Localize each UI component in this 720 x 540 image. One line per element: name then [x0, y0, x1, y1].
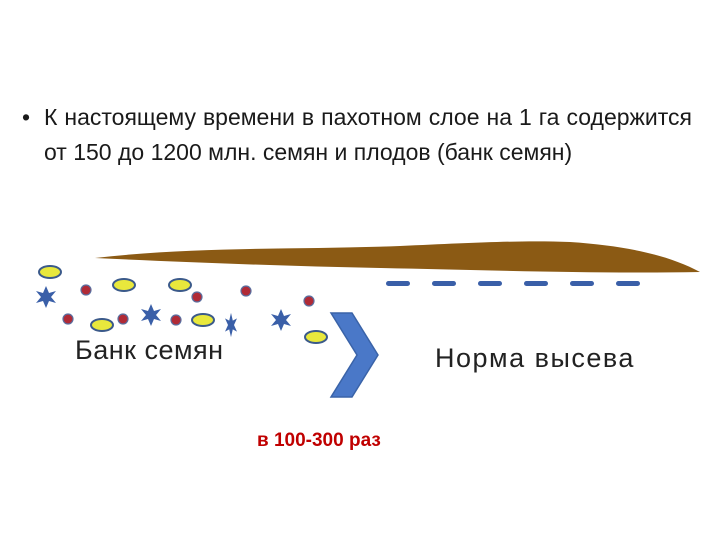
seed-round-group	[62, 284, 315, 326]
seed-oval-group	[38, 265, 328, 344]
seed-bank-label: Банк семян	[75, 335, 224, 365]
seed-spiky-icon	[225, 312, 237, 338]
soil-layer-shape	[95, 241, 700, 273]
sown-seed-dash-icon	[616, 281, 640, 286]
sown-seed-dash-icon	[570, 281, 594, 286]
seed-spiky-group	[36, 286, 291, 338]
sown-seed-row	[386, 281, 640, 286]
chevron-arrow-icon	[329, 312, 379, 398]
seed-oval-icon	[112, 278, 136, 292]
sown-seed-dash-icon	[478, 281, 502, 286]
seed-round-icon	[191, 291, 203, 303]
seed-spiky-icon	[36, 286, 56, 308]
seed-round-icon	[117, 313, 129, 325]
seeding-rate-label: Норма высева	[435, 343, 635, 373]
seed-round-icon	[240, 285, 252, 297]
seed-round-icon	[80, 284, 92, 296]
seed-oval-icon	[304, 330, 328, 344]
seed-oval-icon	[38, 265, 62, 279]
bullet-text: К настоящему времени в пахотном слое на …	[44, 104, 692, 165]
seed-oval-icon	[90, 318, 114, 332]
seed-oval-icon	[168, 278, 192, 292]
seed-spiky-icon	[271, 309, 291, 331]
seed-round-icon	[170, 314, 182, 326]
sown-seed-dash-icon	[432, 281, 456, 286]
bullet-dot: •	[22, 104, 31, 130]
sown-seed-dash-icon	[524, 281, 548, 286]
seed-oval-icon	[191, 313, 215, 327]
sown-seed-dash-icon	[386, 281, 410, 286]
seed-round-icon	[303, 295, 315, 307]
ratio-label: в 100-300 раз	[257, 430, 381, 451]
bullet-paragraph: • К настоящему времени в пахотном слое н…	[22, 100, 692, 170]
seed-round-icon	[62, 313, 74, 325]
seed-spiky-icon	[141, 304, 161, 326]
